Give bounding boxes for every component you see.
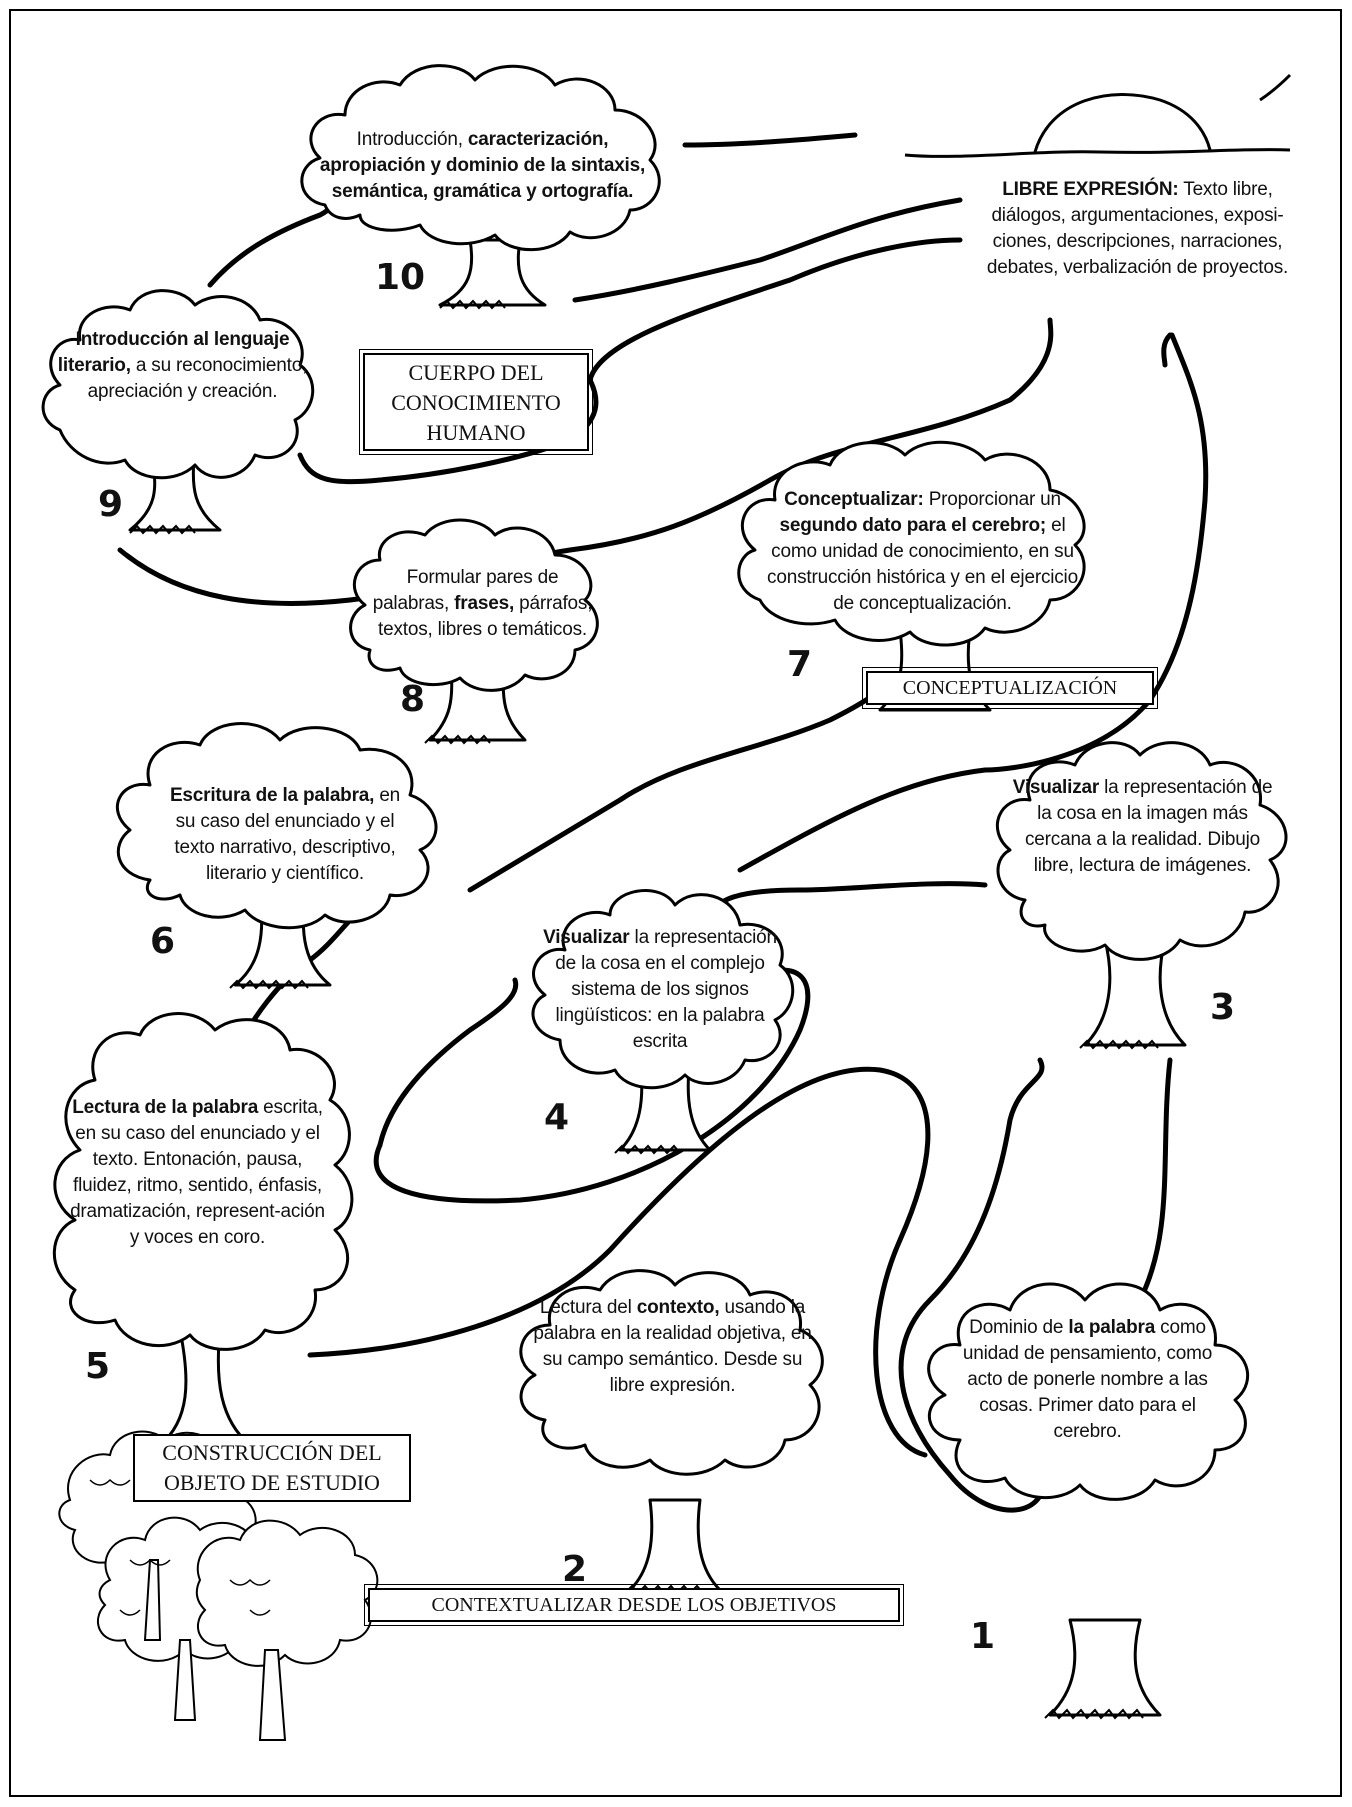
- stage-number-5: 5: [85, 1346, 111, 1387]
- stage-8-part-2: párrafos, textos, libres o temáticos.: [378, 593, 593, 640]
- grass-4: [614, 1144, 681, 1155]
- label-construccion: CONSTRUCCIÓN DEL OBJETO DE ESTUDIO: [133, 1434, 411, 1502]
- stage-3-text: Visualizar la representación de la cosa …: [1005, 775, 1280, 879]
- cloud-stage-2: [519, 1269, 824, 1476]
- page-frame: [9, 9, 1342, 1797]
- road-edge-outer: [898, 1057, 1173, 1513]
- stage-3-part-0: Visualizar: [1012, 777, 1100, 798]
- stage-2-part-1: contexto,: [636, 1297, 720, 1318]
- stage-8-part-1: frases,: [454, 593, 515, 614]
- cloud-stage-4: [531, 889, 795, 1090]
- cloud-stage-6: [116, 722, 438, 930]
- forest-scribble: [89, 1478, 271, 1616]
- cloud-stage-8: [349, 518, 599, 692]
- forest-tree-front: [195, 1519, 379, 1667]
- stage-3-part-1: la representación de la cosa en la image…: [1024, 777, 1273, 876]
- stage-9-text: Introducción al lenguaje literario, a su…: [50, 327, 315, 405]
- stage-6-part-0: Escritura de la palabra,: [169, 785, 375, 806]
- horizon-group: [904, 73, 1292, 158]
- stage-2-part-2: usando la palabra en la realidad objetiv…: [533, 1297, 812, 1396]
- stage-1-part-0: Dominio de: [969, 1317, 1069, 1338]
- road-segment-8-9: [117, 317, 1054, 606]
- forest-trunk-c: [143, 1559, 162, 1641]
- stage-4-text: Visualizar la representación de la cosa …: [535, 925, 785, 1055]
- stage-number-3: 3: [1210, 987, 1236, 1028]
- label-conceptualizacion: CONCEPTUALIZACIÓN: [862, 667, 1158, 709]
- stage-6-part-1: en su caso del enunciado y el texto narr…: [174, 785, 401, 884]
- stage-2-text: Lectura del contexto, usando la palabra …: [530, 1295, 815, 1399]
- stage-1-part-2: como unidad de pensamiento, como acto de…: [962, 1317, 1213, 1442]
- grass-10: [439, 299, 506, 310]
- horizon-line: [904, 148, 1291, 158]
- grass-9: [129, 524, 196, 535]
- road-segment-5-4: [373, 967, 811, 1204]
- stage-number-10: 10: [375, 257, 426, 298]
- tree-trunk-9: [128, 448, 222, 532]
- stage-2-part-0: Lectura del: [539, 1297, 637, 1318]
- road-segment-cuerpo: [297, 237, 963, 485]
- grass-3: [1079, 1039, 1159, 1050]
- stage-number-1: 1: [970, 1616, 996, 1657]
- stage-9-part-1: a su reconocimiento, apreciación y creac…: [87, 355, 308, 402]
- road-segment-10-b: [572, 197, 963, 303]
- final-stage-part-1: Texto libre, diálogos, argumentaciones, …: [986, 179, 1289, 278]
- tree-trunk-3: [1083, 938, 1187, 1047]
- stage-7-part-3: el como unidad de conocimiento, en su co…: [767, 515, 1078, 614]
- grass-8: [424, 734, 491, 745]
- road-segment-3-7: [715, 881, 988, 918]
- final-stage-part-0: LIBRE EXPRESIÓN:: [1002, 179, 1179, 200]
- stage-10-text: Introducción, caracterización, apropiaci…: [310, 127, 655, 205]
- stage-4-part-1: la representación de la cosa en el compl…: [555, 927, 777, 1052]
- cloud-stage-9: [41, 289, 315, 480]
- road-segment-10-top: [682, 132, 858, 148]
- cloud-stage-5: [52, 1012, 354, 1351]
- cloud-stage-10: [300, 64, 661, 252]
- road-segment-4-b: [377, 977, 519, 1148]
- stage-7-part-2: segundo dato para el cerebro;: [779, 515, 1047, 536]
- cloud-stage-1: [927, 1282, 1250, 1501]
- road-segment-far-right: [1161, 332, 1173, 368]
- forest-trunk-a: [173, 1639, 197, 1721]
- stage-8-part-0: Formular pares de palabras,: [372, 567, 559, 614]
- stage-10-part-1: caracterización, apropiación y dominio d…: [319, 129, 646, 202]
- stage-6-text: Escritura de la palabra, en su caso del …: [160, 783, 410, 887]
- tree-trunk-2: [628, 1498, 722, 1592]
- forest-trunk-b: [258, 1649, 287, 1741]
- stage-number-7: 7: [787, 644, 813, 685]
- stage-4-part-0: Visualizar: [543, 927, 630, 948]
- stage-8-text: Formular pares de palabras, frases, párr…: [370, 565, 595, 643]
- stage-number-9: 9: [98, 484, 124, 525]
- stage-5-text: Lectura de la palabra escrita, en su cas…: [65, 1095, 330, 1251]
- stage-number-6: 6: [150, 921, 176, 962]
- grass-6: [229, 979, 309, 990]
- stage-1-part-1: la palabra: [1068, 1317, 1156, 1338]
- cloud-stage-7: [737, 440, 1086, 647]
- road-edge-inner: [307, 1066, 931, 1458]
- stage-number-8: 8: [400, 679, 426, 720]
- stage-7-text: Conceptualizar: Proporcionar un segundo …: [765, 487, 1080, 617]
- stage-number-2: 2: [562, 1549, 588, 1590]
- tree-trunk-10: [438, 238, 547, 307]
- hill-line: [1259, 73, 1292, 102]
- stage-7-part-1: Proporcionar un: [923, 489, 1061, 510]
- road-segment-6: [467, 687, 883, 893]
- cloud-stage-3: [995, 741, 1288, 961]
- stage-number-4: 4: [544, 1097, 570, 1138]
- final-stage-text: LIBRE EXPRESIÓN: Texto libre, diálogos, …: [985, 177, 1290, 281]
- stage-5-part-1: escrita, en su caso del enunciado y el t…: [70, 1097, 325, 1248]
- sun-icon: [1033, 92, 1212, 153]
- tree-trunk-1: [1048, 1618, 1162, 1717]
- stage-1-text: Dominio de la palabra como unidad de pen…: [955, 1315, 1220, 1445]
- grass-1: [1044, 1708, 1144, 1720]
- stage-7-part-0: Conceptualizar:: [784, 489, 924, 510]
- stage-9-part-0: Introducción al lenguaje literario,: [57, 329, 290, 376]
- label-cuerpo: CUERPO DEL CONOCIMIENTO HUMANO: [359, 349, 593, 455]
- stage-10-part-0: Introducción,: [356, 129, 468, 150]
- label-contextualizar: CONTEXTUALIZAR DESDE LOS OBJETIVOS: [364, 1584, 904, 1626]
- stage-5-part-0: Lectura de la palabra: [72, 1097, 259, 1118]
